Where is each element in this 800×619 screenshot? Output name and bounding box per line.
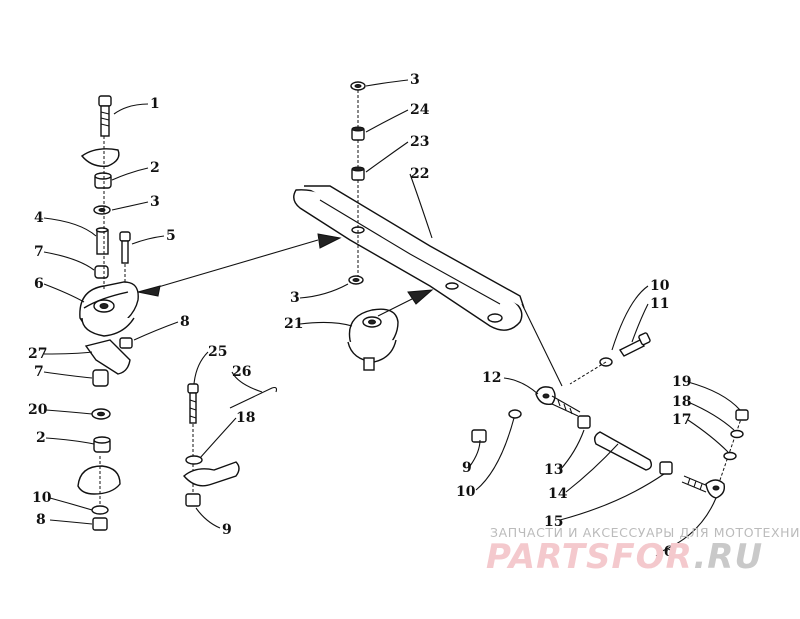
callout-18: 18 (236, 410, 255, 426)
callout-21: 21 (284, 316, 303, 332)
washer-part-10-lower (508, 409, 522, 419)
washer-plate-top (80, 148, 120, 167)
callout-labels: 1 2 3 4 5 7 6 8 27 7 20 2 10 8 25 26 18 … (28, 72, 691, 560)
leader-lines (43, 79, 741, 553)
assembly-arrows (137, 233, 434, 317)
callout-11: 11 (650, 296, 669, 312)
callout-2: 2 (36, 430, 46, 446)
spacer-part-4 (95, 227, 109, 255)
watermark: ЗАПЧАСТИ И АКСЕССУАРЫ ДЛЯ МОТОТЕХНИКИ PA… (486, 525, 800, 577)
cross-member-part-22 (293, 81, 525, 331)
callout-8: 8 (180, 314, 190, 330)
callout-23: 23 (410, 134, 429, 150)
plate-part-27 (84, 339, 131, 375)
callout-25: 25 (208, 344, 227, 360)
callout-9: 9 (222, 522, 232, 538)
callout-26: 26 (232, 364, 251, 380)
nut-part-19 (735, 409, 749, 421)
callout-7: 7 (34, 364, 44, 380)
callout-10: 10 (456, 484, 476, 500)
callout-18: 18 (672, 394, 691, 410)
engine-mount-part-21 (347, 308, 399, 371)
lower-plate (77, 465, 121, 495)
washer-part-18-mid (185, 455, 203, 465)
washer-part-3-top (350, 81, 366, 91)
bolt-part-11 (618, 332, 651, 357)
tie-bolt-group (183, 383, 278, 507)
callout-16: 16 (654, 544, 673, 560)
callout-20: 20 (28, 402, 48, 418)
callout-9: 9 (462, 460, 472, 476)
callout-12: 12 (482, 370, 501, 386)
nut-part-8-mid (119, 337, 133, 349)
callout-13: 13 (544, 462, 563, 478)
washer-part-17 (723, 451, 737, 461)
callout-24: 24 (410, 102, 430, 118)
watermark-brand: PARTSFOR (486, 537, 693, 577)
callout-27: 27 (28, 346, 47, 362)
callout-10: 10 (32, 490, 52, 506)
callout-1: 1 (150, 96, 160, 112)
bolt-part-1 (98, 95, 112, 137)
rod-end-mid (183, 461, 240, 487)
adjuster-sleeve-part-14 (593, 431, 653, 471)
callout-3: 3 (410, 72, 420, 88)
svg-text:PARTSFOR.RU: PARTSFOR.RU (486, 537, 763, 577)
bushing-part-7-bottom (92, 369, 109, 387)
bushing-part-7-top (94, 265, 109, 279)
callout-3: 3 (290, 290, 300, 306)
engine-mount-part-6 (79, 281, 139, 337)
nut-part-9-mid (185, 493, 201, 507)
nut-part-9-right (471, 429, 487, 443)
callout-8: 8 (36, 512, 46, 528)
watermark-tagline: ЗАПЧАСТИ И АКСЕССУАРЫ ДЛЯ МОТОТЕХНИКИ (490, 525, 800, 540)
watermark-domain-suffix: .RU (693, 537, 763, 577)
callout-7: 7 (34, 244, 44, 260)
nut-part-8-bottom (92, 517, 108, 531)
nut-part-2-top (94, 172, 112, 189)
callout-10: 10 (650, 278, 670, 294)
callout-5: 5 (166, 228, 176, 244)
bushing-part-23 (351, 166, 365, 181)
callout-17: 17 (672, 412, 691, 428)
callout-2: 2 (150, 160, 160, 176)
bolt-part-5 (119, 231, 131, 312)
left-mount-stack (77, 95, 139, 531)
callout-3: 3 (150, 194, 160, 210)
callout-15: 15 (544, 514, 563, 530)
cotter-pin-part-26 (229, 386, 278, 409)
callout-14: 14 (548, 486, 568, 502)
callout-19: 19 (672, 374, 691, 390)
washer-part-10-left (91, 505, 109, 515)
bushing-part-24 (351, 126, 365, 141)
washer-part-3-low (348, 275, 364, 285)
nut-part-2-bottom (93, 436, 111, 453)
callout-22: 22 (410, 166, 429, 182)
washer-part-18-right (730, 429, 744, 439)
callout-4: 4 (34, 210, 44, 226)
jam-nut-part-15 (659, 461, 673, 475)
tie-rod-assembly (471, 303, 749, 499)
jam-nut-part-13 (577, 415, 591, 429)
callout-6: 6 (34, 276, 44, 292)
